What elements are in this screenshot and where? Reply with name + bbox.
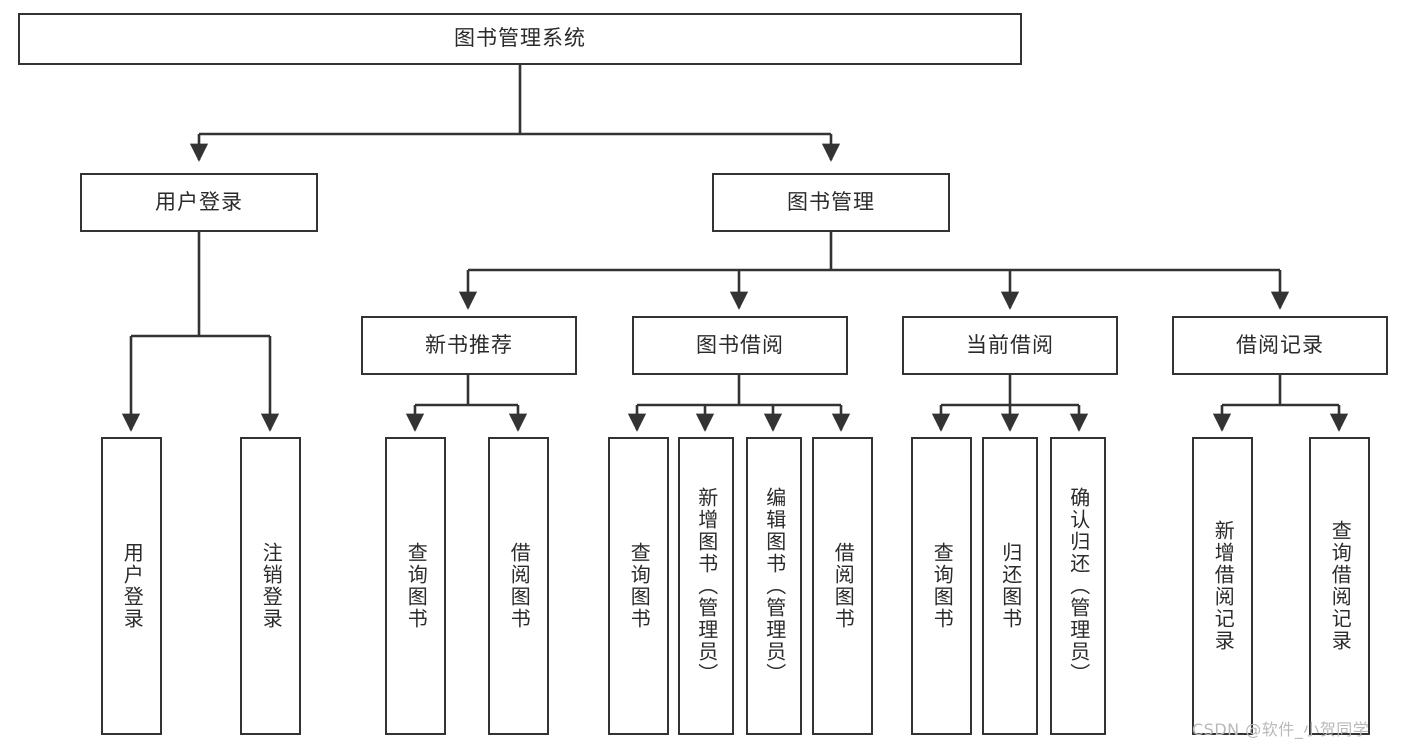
leaf-add-book-admin-label: 新增图书（管理员）: [694, 487, 719, 685]
leaf-borrow-book[interactable]: 借阅图书: [812, 437, 873, 735]
leaf-query-book-recommend-label: 查询图书: [404, 542, 429, 630]
leaf-query-book-recommend[interactable]: 查询图书: [385, 437, 446, 735]
leaf-add-book-admin[interactable]: 新增图书（管理员）: [678, 437, 734, 735]
leaf-return-book-label: 归还图书: [998, 542, 1023, 630]
node-root-label: 图书管理系统: [454, 26, 586, 51]
leaf-logout-label: 注销登录: [259, 542, 284, 630]
leaf-query-book-borrow-label: 查询图书: [627, 542, 652, 630]
leaf-user-login[interactable]: 用户登录: [101, 437, 162, 735]
node-book-borrow[interactable]: 图书借阅: [632, 316, 848, 375]
node-user-login[interactable]: 用户登录: [80, 173, 318, 232]
leaf-borrow-book-recommend[interactable]: 借阅图书: [488, 437, 549, 735]
leaf-borrow-book-recommend-label: 借阅图书: [507, 542, 532, 630]
node-book-borrow-label: 图书借阅: [696, 332, 784, 357]
leaf-query-book-current-label: 查询图书: [930, 542, 955, 630]
leaf-add-borrow-record-label: 新增借阅记录: [1211, 520, 1236, 652]
node-root[interactable]: 图书管理系统: [18, 13, 1022, 65]
node-current-borrow[interactable]: 当前借阅: [902, 316, 1118, 375]
leaf-confirm-return-admin[interactable]: 确认归还（管理员）: [1050, 437, 1106, 735]
leaf-edit-book-admin-label: 编辑图书（管理员）: [762, 487, 787, 685]
leaf-logout[interactable]: 注销登录: [240, 437, 301, 735]
watermark: CSDN @软件_小贺同学: [1192, 720, 1370, 739]
node-new-book-recommend[interactable]: 新书推荐: [361, 316, 577, 375]
leaf-edit-book-admin[interactable]: 编辑图书（管理员）: [746, 437, 802, 735]
leaf-query-book-borrow[interactable]: 查询图书: [608, 437, 669, 735]
node-book-management-label: 图书管理: [787, 189, 875, 214]
node-borrow-record-label: 借阅记录: [1236, 332, 1324, 357]
leaf-return-book[interactable]: 归还图书: [982, 437, 1038, 735]
node-new-book-recommend-label: 新书推荐: [425, 332, 513, 357]
leaf-confirm-return-admin-label: 确认归还（管理员）: [1066, 487, 1091, 685]
node-borrow-record[interactable]: 借阅记录: [1172, 316, 1388, 375]
leaf-borrow-book-label: 借阅图书: [831, 542, 856, 630]
leaf-query-borrow-record-label: 查询借阅记录: [1328, 520, 1353, 652]
leaf-add-borrow-record[interactable]: 新增借阅记录: [1192, 437, 1253, 735]
leaf-query-book-current[interactable]: 查询图书: [911, 437, 972, 735]
node-book-management[interactable]: 图书管理: [712, 173, 950, 232]
leaf-user-login-label: 用户登录: [120, 542, 145, 630]
node-current-borrow-label: 当前借阅: [966, 332, 1054, 357]
node-user-login-label: 用户登录: [155, 189, 243, 214]
leaf-query-borrow-record[interactable]: 查询借阅记录: [1309, 437, 1370, 735]
